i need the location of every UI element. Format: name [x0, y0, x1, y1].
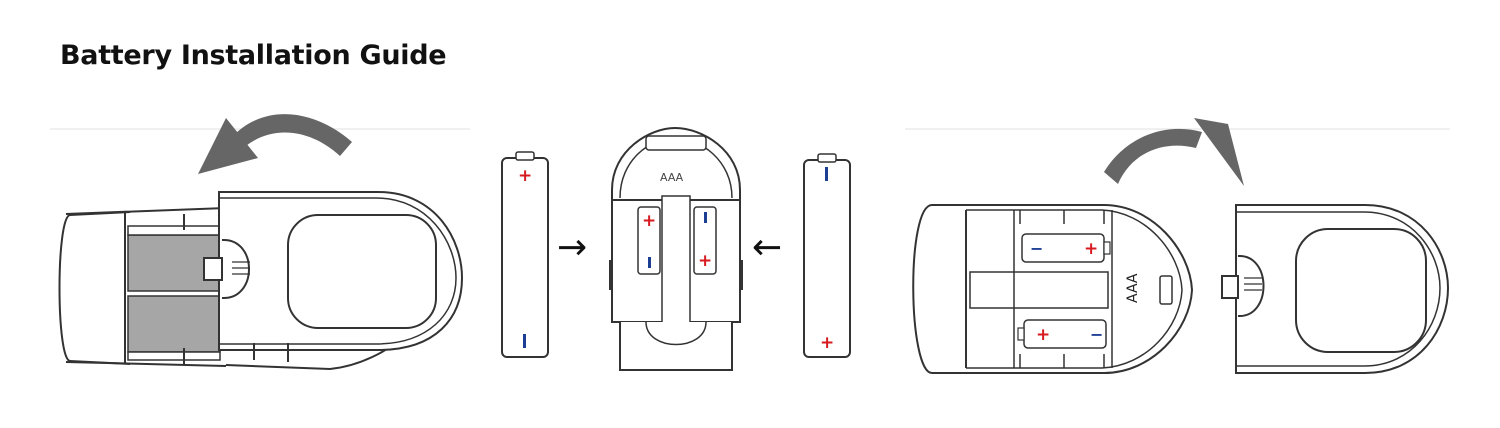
negative-terminal-label: −: [1030, 239, 1043, 258]
negative-terminal-mark: [704, 212, 707, 223]
negative-terminal-mark: [648, 257, 651, 268]
battery-aaa-left: +: [501, 151, 549, 358]
positive-terminal-label: +: [1036, 325, 1050, 345]
negative-terminal-label: −: [1090, 325, 1103, 344]
battery-slot-bottom: [127, 295, 221, 353]
open-cover-step: [58, 114, 464, 371]
insert-arrow-left-icon: ←: [752, 227, 782, 268]
positive-terminal-label: +: [698, 251, 712, 271]
close-cover-step: − + + − AAA: [912, 118, 1450, 374]
negative-terminal-mark: [523, 334, 526, 348]
page-title: Battery Installation Guide: [60, 40, 447, 71]
curved-arrow-right-icon: [1104, 128, 1202, 184]
battery-holder: AAA + +: [609, 126, 743, 371]
insert-arrow-right-icon: →: [557, 227, 587, 268]
negative-terminal-mark: [825, 167, 828, 181]
positive-terminal-label: +: [1084, 239, 1098, 259]
insert-batteries-step: + → AAA + + ←: [501, 126, 851, 371]
battery-aaa-right: +: [803, 153, 851, 358]
positive-terminal-label: +: [642, 211, 656, 231]
curved-arrow-left-icon: [236, 114, 352, 156]
positive-terminal-label: +: [820, 333, 834, 353]
positive-terminal-label: +: [518, 166, 532, 186]
curved-arrow-right-head: [1194, 118, 1244, 186]
curved-arrow-left-head: [198, 118, 258, 174]
compartment-label: AAA: [660, 171, 684, 184]
compartment-label: AAA: [1125, 273, 1141, 303]
